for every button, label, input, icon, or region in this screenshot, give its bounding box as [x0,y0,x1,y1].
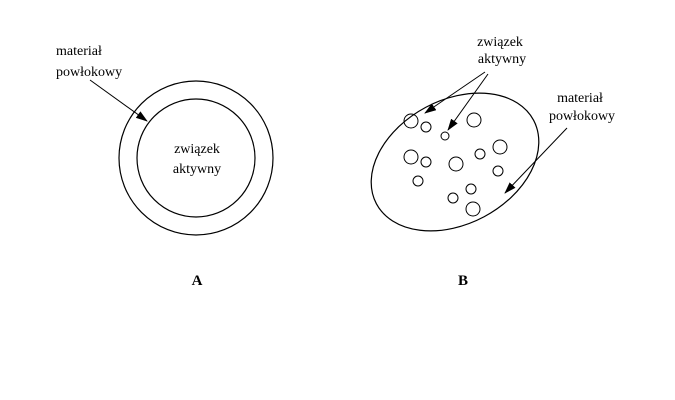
particle [403,149,419,165]
particle [403,113,419,129]
particle [412,175,424,187]
particle [448,156,464,172]
panel-a-label: A [192,273,203,289]
panel-b: związek aktywny materiał powłokowy B [370,35,615,289]
active-label-line1: związek [477,35,523,50]
particle [474,148,486,160]
matrix-arrow [504,127,568,194]
particle [492,165,504,177]
matrix-label-line2: powłokowy [549,109,615,124]
particle [492,139,508,155]
particle [466,112,482,128]
active-particles [403,112,508,217]
particle [465,201,481,217]
particle [440,131,450,141]
core-label-line1: związek [174,142,220,157]
core-label-line2: aktywny [173,162,221,177]
active-arrow-1 [424,71,486,114]
coating-outer-circle [118,80,274,236]
particle [465,183,477,195]
panel-a: materiał powłokowy związek aktywny A [56,44,274,289]
coating-arrow [89,79,148,122]
active-arrow-2 [447,73,489,131]
coating-label-line2: powłokowy [56,65,122,80]
particle [447,192,459,204]
particle [420,121,432,133]
panel-b-label: B [458,273,468,289]
matrix-label-line1: materiał [557,91,603,106]
particle [420,156,432,168]
core-circle [136,98,256,218]
coating-label-line1: materiał [56,44,102,59]
matrix-ellipse [370,92,540,232]
active-label-line2: aktywny [478,52,526,67]
